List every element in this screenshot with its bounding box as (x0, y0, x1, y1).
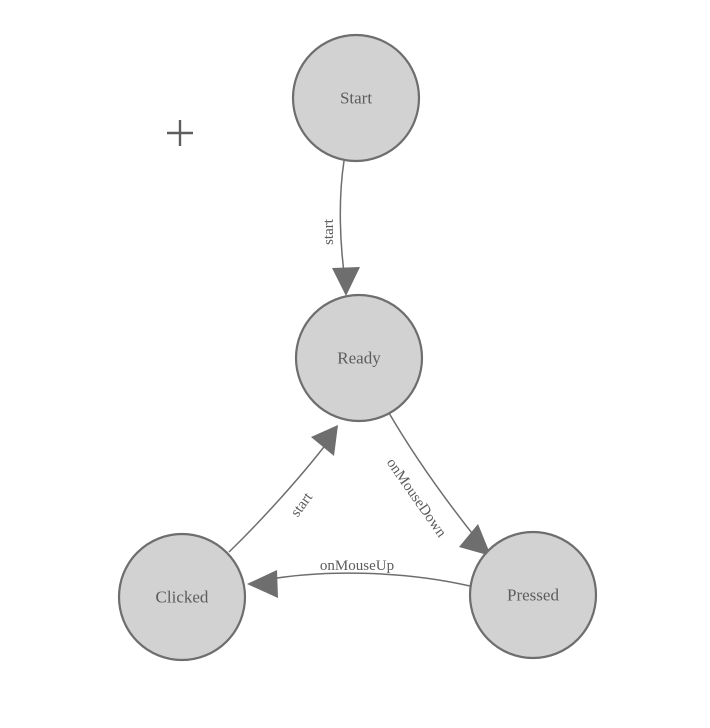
node-pressed[interactable]: Pressed (468, 530, 598, 660)
node-clicked-circle[interactable] (117, 532, 247, 662)
edge-clicked-to-ready[interactable]: start (228, 425, 338, 553)
node-ready[interactable]: Ready (294, 293, 424, 423)
edge-clicked-to-ready-arrowhead (311, 425, 338, 456)
edge-start-to-ready-path (339, 160, 346, 281)
node-pressed-circle[interactable] (468, 530, 598, 660)
edge-start-to-ready-arrowhead (332, 267, 360, 296)
edge-start-to-ready[interactable]: start (321, 160, 360, 296)
edge-label-ready-to-pressed: onMouseDown (383, 456, 449, 541)
edge-pressed-to-clicked[interactable]: onMouseUp (247, 558, 471, 598)
plus-icon (167, 120, 193, 146)
edge-ready-to-pressed[interactable]: onMouseDown (383, 412, 491, 556)
edge-label-pressed-to-clicked: onMouseUp (320, 558, 394, 574)
edge-clicked-to-ready-path (228, 442, 328, 553)
edge-pressed-to-clicked-arrowhead (247, 570, 278, 598)
node-start-circle[interactable] (291, 33, 421, 163)
edge-ready-to-pressed-arrowhead (459, 524, 491, 556)
node-ready-circle[interactable] (294, 293, 424, 423)
node-clicked[interactable]: Clicked (117, 532, 247, 662)
edge-label-start-to-ready: start (321, 218, 337, 245)
edge-ready-to-pressed-path (388, 412, 480, 543)
node-start[interactable]: Start (291, 33, 421, 163)
edge-label-clicked-to-ready: start (288, 489, 317, 520)
edge-pressed-to-clicked-path (264, 572, 471, 587)
